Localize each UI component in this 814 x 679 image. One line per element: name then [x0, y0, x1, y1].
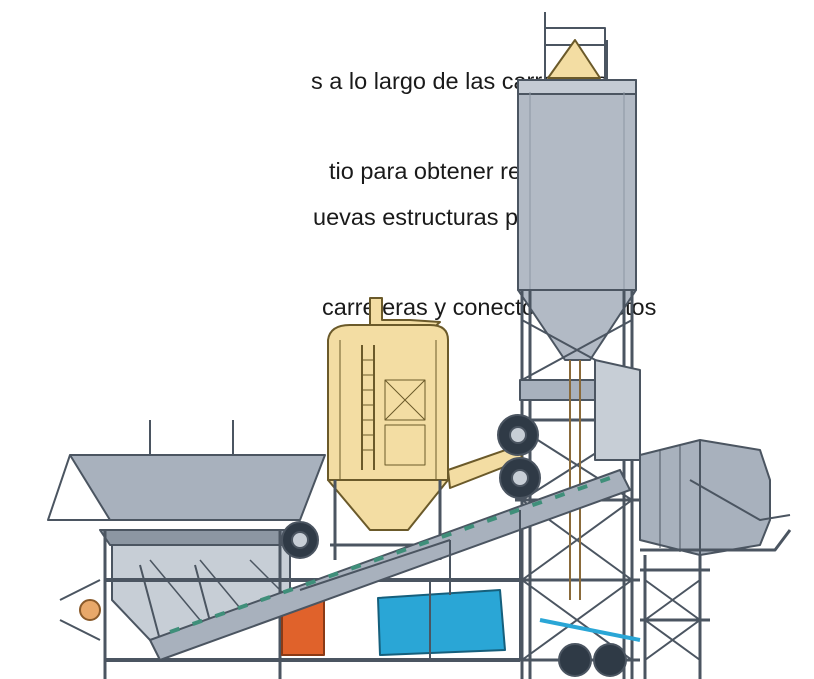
silo-wheels — [497, 414, 641, 677]
mixer-drum — [639, 439, 792, 679]
chassis — [105, 578, 521, 662]
conveyor-belt — [149, 469, 631, 661]
cement-silo — [515, 12, 641, 679]
dust-collector — [327, 297, 523, 560]
